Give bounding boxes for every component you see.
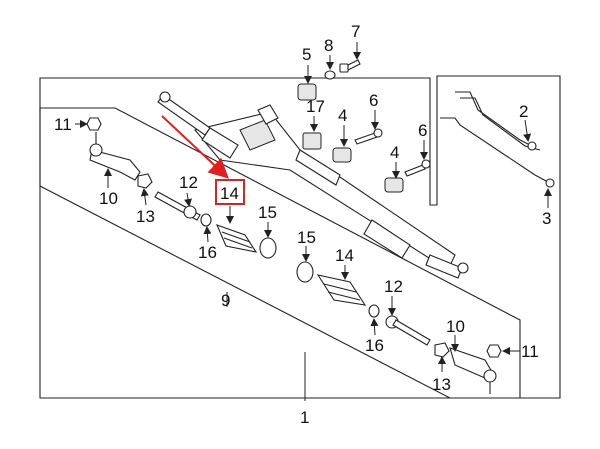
callout-6-upper: 6: [369, 91, 378, 110]
washer-8: [324, 70, 336, 80]
callout-13-left: 13: [136, 207, 155, 226]
bushing-4-lower: [384, 177, 404, 193]
tie-rod-end-10-right: [449, 347, 497, 394]
leader-lines: [75, 42, 552, 401]
callout-11-right: 11: [521, 342, 539, 361]
callout-5: 5: [302, 45, 311, 64]
callout-10-right: 10: [446, 317, 465, 336]
callout-1: 1: [300, 408, 309, 427]
bolt-6-upper: [354, 128, 383, 145]
jam-nut-13-right: [434, 342, 450, 358]
clamp-15-right: [296, 261, 314, 283]
bushing-4-upper: [332, 147, 352, 163]
red-pointer-arrow: [161, 115, 229, 179]
bolt-7: [339, 59, 361, 73]
callout-15-right: 15: [297, 228, 316, 247]
callout-10-left: 10: [99, 189, 118, 208]
callout-4-lower: 4: [390, 143, 399, 162]
nut-11-left: [86, 117, 102, 131]
callout-14-right: 14: [335, 246, 354, 265]
callout-15-left: 15: [258, 203, 277, 222]
callout-12-left: 12: [179, 173, 198, 192]
callout-14-highlighted: 14: [220, 184, 239, 203]
callout-11-left: 11: [54, 115, 72, 134]
inner-tie-rod-12-left: [154, 191, 201, 221]
callout-6-lower: 6: [418, 121, 427, 140]
callout-12-right: 12: [384, 277, 403, 296]
callout-3: 3: [542, 209, 551, 228]
kit-frame-outline: [39, 107, 521, 399]
clamp-16-right: [368, 304, 380, 318]
clamp-16-left: [200, 213, 212, 227]
tie-rod-end-10-left: [89, 132, 141, 181]
callout-16-right: 16: [365, 336, 384, 355]
callout-16-left: 16: [198, 243, 217, 262]
jam-nut-13-left: [137, 173, 153, 189]
bushing-17: [302, 132, 322, 150]
nut-11-right: [486, 344, 502, 358]
steering-rack-housing: [157, 91, 469, 279]
callout-17: 17: [306, 97, 325, 116]
callout-8: 8: [324, 36, 333, 55]
highlight-box: [215, 179, 245, 205]
boot-14-right: [316, 274, 367, 306]
bolt-6-lower: [404, 159, 431, 177]
inner-tie-rod-12-right: [385, 315, 431, 346]
callout-9: 9: [221, 291, 230, 310]
mount-bushing-upper: [297, 83, 317, 101]
assembly-frame-outline: [39, 75, 561, 399]
clamp-15-left: [259, 237, 277, 259]
boot-14-left: [215, 224, 258, 253]
callout-2: 2: [519, 102, 528, 121]
callout-4-upper: 4: [338, 106, 347, 125]
callout-7: 7: [351, 22, 360, 41]
stabilizer-link-part: [440, 91, 555, 188]
callout-13-right: 13: [432, 375, 451, 394]
